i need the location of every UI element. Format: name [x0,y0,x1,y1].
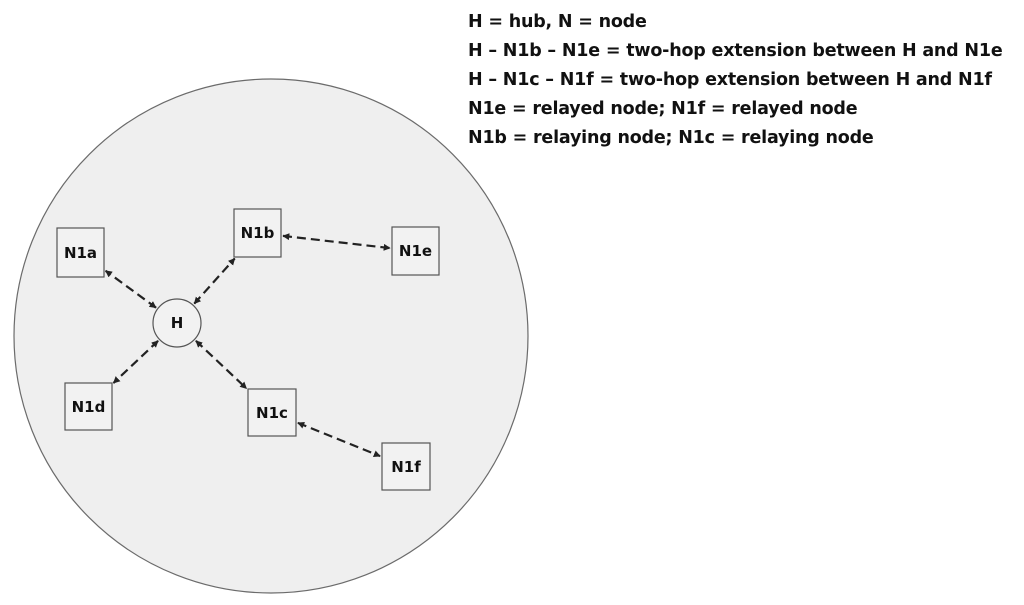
legend-line-4: N1e = relayed node; N1f = relayed node [468,99,858,119]
hub-label: H [171,314,184,332]
node-n1c-label: N1c [256,404,288,422]
node-n1c: N1c [247,388,297,437]
edge-n1c-n1f [297,421,381,458]
legend-line-2: H – N1b – N1e = two-hop extension betwee… [468,41,1003,61]
node-n1e-label: N1e [399,242,432,260]
edge-n1b-n1e [282,233,391,251]
node-n1b: N1b [233,208,282,258]
node-n1f-label: N1f [391,458,421,476]
edge-hub-n1b [193,257,236,305]
node-n1e: N1e [391,226,440,276]
node-n1b-label: N1b [241,224,275,242]
edge-hub-n1a [104,269,157,309]
edges-layer [104,233,391,458]
edge-hub-n1c [195,339,248,390]
node-n1d: N1d [64,382,113,431]
node-n1a: N1a [56,227,105,278]
edge-hub-n1d [112,340,159,384]
node-n1a-label: N1a [64,244,97,262]
hub-node: H [152,298,202,348]
legend: H = hub, N = node H – N1b – N1e = two-ho… [468,8,1003,153]
node-n1d-label: N1d [72,398,106,416]
legend-line-5: N1b = relaying node; N1c = relaying node [468,128,874,148]
legend-line-3: H – N1c – N1f = two-hop extension betwee… [468,70,992,90]
node-n1f: N1f [381,442,431,491]
coverage-area [13,78,529,594]
legend-line-1: H = hub, N = node [468,12,647,32]
